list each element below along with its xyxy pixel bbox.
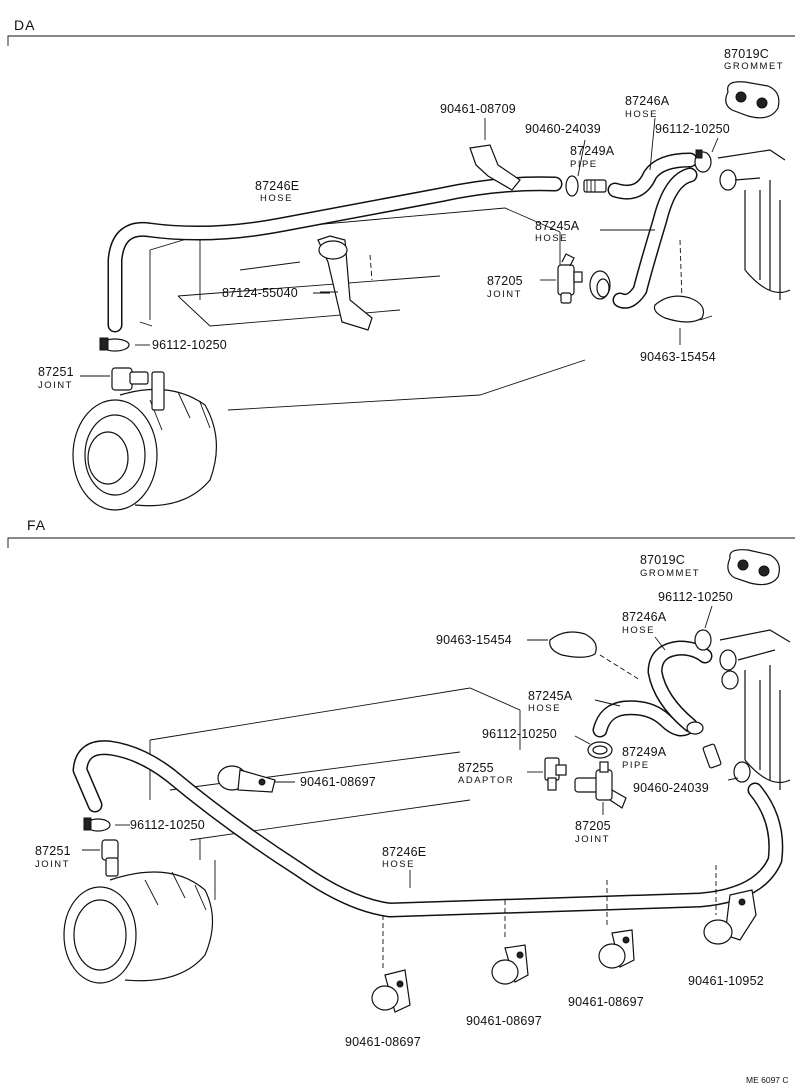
da-clamp-top-num: 90461-08709 <box>440 102 516 116</box>
clip-96112-right-da <box>694 137 791 300</box>
clamp-90461-08709-da <box>469 118 521 191</box>
fa-hose-45-name: HOSE <box>528 703 561 714</box>
fa-clamp-small-num: 90460-24039 <box>633 781 709 795</box>
joint-87251-da <box>80 367 165 411</box>
fa-hose-e-name: HOSE <box>382 859 415 870</box>
da-hose-a-name: HOSE <box>625 109 658 120</box>
fa-pipe-name: PIPE <box>622 760 650 771</box>
fa-clip-mid-num: 96112-10250 <box>482 727 557 741</box>
clamp-90461-08697-mid-fa <box>217 765 295 793</box>
clip-96112-top-fa <box>694 605 791 790</box>
clamp-bottom-c-fa <box>598 880 635 969</box>
fa-joint-251-num: 87251 <box>35 844 71 858</box>
clip-96112-left-fa <box>83 817 130 832</box>
da-clamp-small-num: 90460-24039 <box>525 122 601 136</box>
engine-block-da <box>139 207 586 411</box>
band-90463-da <box>653 295 713 345</box>
fa-clamp-mid-num: 90461-08697 <box>300 775 376 789</box>
da-hose-45-num: 87245A <box>535 219 580 233</box>
grommet-87019c-fa <box>727 549 780 586</box>
fa-joint-251-name: JOINT <box>35 859 70 870</box>
clip-96112-left-da <box>99 337 150 352</box>
section-da-label: DA <box>14 17 35 33</box>
da-joint-251-name: JOINT <box>38 380 73 391</box>
adaptor-87255-fa <box>527 757 567 791</box>
band-90463-fa <box>527 631 641 681</box>
hose-87246a-fa <box>647 636 713 733</box>
bracket-87124-da <box>317 235 373 331</box>
fa-adaptor-num: 87255 <box>458 761 494 775</box>
fa-hose-45-num: 87245A <box>528 689 573 703</box>
pipe-87249a-fa <box>686 721 751 783</box>
fa-clamp-d-num: 90461-10952 <box>688 974 764 988</box>
fa-grommet-name: GROMMET <box>640 568 700 579</box>
fa-clip-left-num: 96112-10250 <box>130 818 205 832</box>
clamp-bottom-b-fa <box>491 900 529 985</box>
clamp-bottom-a-fa <box>371 915 411 1013</box>
clamp-bottom-d-fa <box>703 865 757 945</box>
grommet-87019c-da <box>725 81 780 119</box>
joint-87205-da <box>540 253 611 304</box>
da-joint-205-name: JOINT <box>487 289 522 300</box>
da-bracket-num: 87124-55040 <box>222 286 298 300</box>
da-grommet-num: 87019C <box>724 47 769 61</box>
da-clip-right-num: 96112-10250 <box>655 122 730 136</box>
fa-grommet-num: 87019C <box>640 553 685 567</box>
da-pipe-name: PIPE <box>570 159 598 170</box>
joint-87205-fa <box>574 761 627 815</box>
compressor-da <box>72 388 218 511</box>
da-joint-205-num: 87205 <box>487 274 523 288</box>
pipe-87249a-da <box>565 139 607 197</box>
fa-pipe-num: 87249A <box>622 745 667 759</box>
hose-87246e-da <box>107 176 563 333</box>
hose-87246a-da <box>607 117 698 200</box>
fa-hose-a-num: 87246A <box>622 610 667 624</box>
joint-87251-fa <box>82 839 119 877</box>
fa-adaptor-name: ADAPTOR <box>458 775 514 786</box>
section-fa-frame <box>7 537 795 548</box>
da-grommet-name: GROMMET <box>724 61 784 72</box>
da-hose-e-num: 87246E <box>255 179 299 193</box>
fa-hose-e-num: 87246E <box>382 845 426 859</box>
da-hose-e-name: HOSE <box>260 193 293 204</box>
fa-clamp-c-num: 90461-08697 <box>568 995 644 1009</box>
da-clip-left-num: 96112-10250 <box>152 338 227 352</box>
hose-87245a-fa <box>592 699 698 738</box>
section-fa: FA <box>7 517 795 1049</box>
fa-joint-205-num: 87205 <box>575 819 611 833</box>
section-da: DA <box>7 17 795 511</box>
fa-band-num: 90463-15454 <box>436 633 512 647</box>
section-da-frame <box>7 35 795 46</box>
section-fa-label: FA <box>27 517 46 533</box>
fa-hose-a-name: HOSE <box>622 625 655 636</box>
da-hose-45-name: HOSE <box>535 233 568 244</box>
fa-clamp-b-num: 90461-08697 <box>466 1014 542 1028</box>
clip-96112-mid-fa <box>574 735 613 759</box>
footer-code: ME 6097 C <box>746 1075 789 1085</box>
da-hose-a-num: 87246A <box>625 94 670 108</box>
fa-clip-top-num: 96112-10250 <box>658 590 733 604</box>
da-band-num: 90463-15454 <box>640 350 716 364</box>
fa-clamp-a-num: 90461-08697 <box>345 1035 421 1049</box>
da-joint-251-num: 87251 <box>38 365 74 379</box>
fa-joint-205-name: JOINT <box>575 834 610 845</box>
da-pipe-num: 87249A <box>570 144 615 158</box>
hose-87245a-da <box>600 167 698 309</box>
compressor-fa <box>63 871 214 984</box>
hose-87246e-fa <box>72 740 784 918</box>
